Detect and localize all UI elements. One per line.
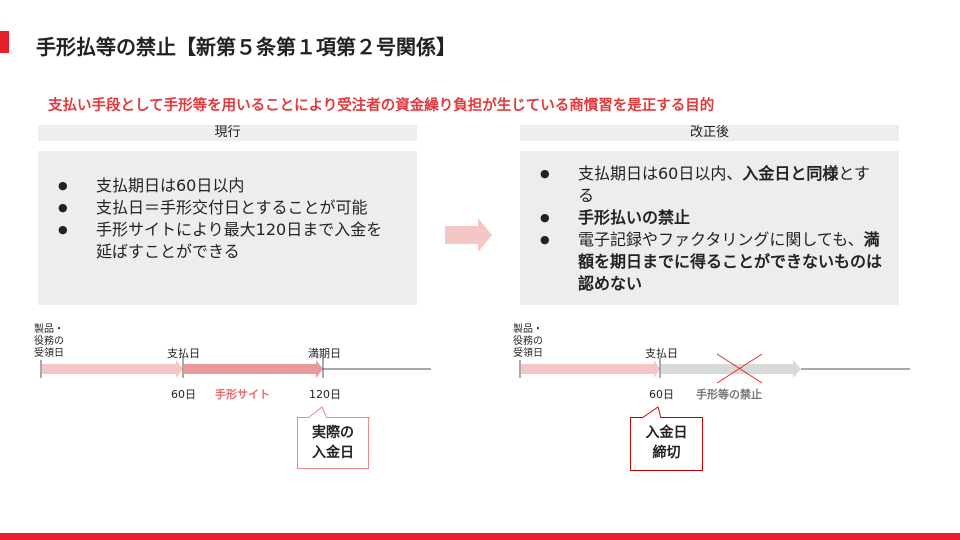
bold-text: 入金日と同様: [742, 164, 839, 183]
current-header: 現行: [38, 125, 417, 141]
title-accent-bar: [0, 31, 9, 53]
subtitle: 支払い手段として手形等を用いることにより受注者の資金繰り負担が生じている商慣習を…: [48, 98, 715, 114]
revised-item: 手形払いの禁止: [520, 207, 885, 229]
footer-bar: [0, 533, 960, 540]
callout-border: [661, 417, 703, 418]
callout-border: [327, 417, 370, 418]
arrow-light: [42, 360, 183, 378]
ban-label: 手形等の禁止: [696, 388, 762, 401]
pay-date-label: 支払日: [645, 347, 678, 360]
callout-pointer: [307, 406, 328, 419]
callout-pointer: [641, 406, 662, 419]
text: とする: [578, 164, 870, 205]
callout-border: [630, 417, 642, 418]
arrow-site: [184, 360, 323, 378]
site-label: 手形サイト: [215, 388, 270, 401]
bold-text: 満額を期日までに得ることができないものは認めない: [578, 230, 883, 293]
revised-item: 支払期日は60日以内、入金日と同様とする: [520, 163, 885, 207]
text: 支払期日は60日以内、: [578, 164, 743, 183]
current-item: 支払期日は60日以内: [38, 175, 398, 197]
revised-header: 改正後: [520, 125, 899, 141]
start-label: 製品・ 役務の 受領日: [34, 324, 64, 359]
pay-date-label: 支払日: [167, 347, 200, 360]
current-item: 支払日＝手形交付日とすることが可能: [38, 197, 398, 219]
payment-deadline-callout: 入金日 締切: [630, 417, 703, 471]
maturity-label: 満期日: [308, 347, 341, 360]
day60-label: 60日: [171, 388, 196, 401]
day60-label: 60日: [649, 388, 674, 401]
page-title: 手形払等の禁止【新第５条第１項第２号関係】: [36, 35, 456, 59]
revised-item: 電子記録やファクタリングに関しても、満額を期日までに得ることができないものは認め…: [520, 229, 885, 295]
arrow-light: [521, 360, 660, 378]
revised-box: 支払期日は60日以内、入金日と同様とする 手形払いの禁止 電子記録やファクタリン…: [520, 151, 899, 305]
day120-label: 120日: [309, 388, 341, 401]
transition-arrow: [445, 218, 492, 252]
current-box: 支払期日は60日以内 支払日＝手形交付日とすることが可能 手形サイトにより最大1…: [38, 151, 417, 305]
actual-payment-callout: 実際の 入金日: [297, 417, 369, 469]
start-label: 製品・ 役務の 受領日: [513, 324, 543, 359]
current-item: 手形サイトにより最大120日まで入金を延ばすことができる: [38, 219, 398, 263]
cross-mark-icon: [716, 353, 763, 384]
arrow-banned: [661, 360, 801, 378]
text: 電子記録やファクタリングに関しても、: [578, 230, 864, 249]
callout-border: [297, 417, 308, 418]
bold-text: 手形払いの禁止: [578, 208, 691, 227]
